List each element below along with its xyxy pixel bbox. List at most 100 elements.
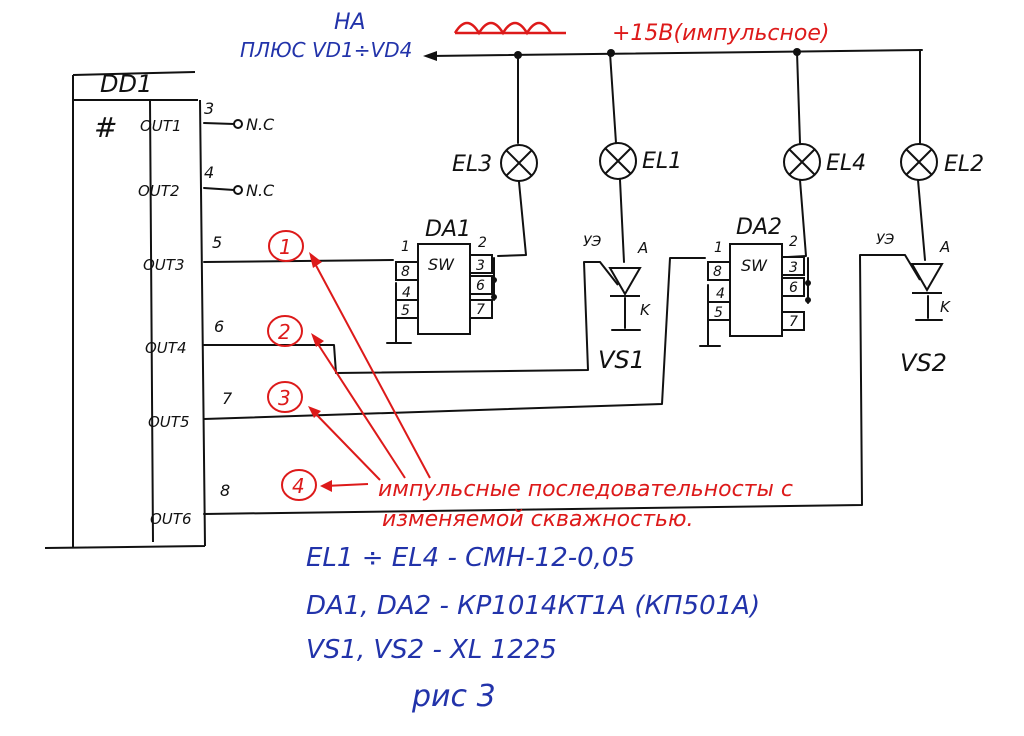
vs1-name: VS1 xyxy=(598,346,645,374)
da2-pin-2: 2 xyxy=(789,234,798,250)
arrowhead-4 xyxy=(320,480,332,492)
pin-number-8: 8 xyxy=(220,481,230,500)
parts-list-lamps: EL1 ÷ EL4 - СМН-12-0,05 xyxy=(306,543,635,573)
marker-2: 2 xyxy=(278,320,291,344)
nc-label-2: N.C xyxy=(246,181,275,200)
junction-dot xyxy=(514,51,522,59)
da1-pin-box xyxy=(469,254,493,274)
vs2-ground xyxy=(915,295,943,321)
wiring xyxy=(203,49,943,515)
da2-pin-box xyxy=(781,256,805,276)
da2-switch xyxy=(707,243,805,337)
junction-dot xyxy=(607,49,615,57)
nc-terminal-2 xyxy=(233,185,243,195)
marker-2-ring xyxy=(267,315,303,347)
vs1-anode-label: A xyxy=(637,239,648,257)
marker-numbers: 1 2 3 4 xyxy=(278,235,305,498)
lamp-circle xyxy=(500,144,538,182)
dd1-output-labels: OUT1 OUT2 OUT3 OUT4 OUT5 OUT6 xyxy=(138,117,192,528)
junction-dot xyxy=(793,48,801,56)
dd1-name: DD1 xyxy=(100,70,152,98)
el2-to-vs2 xyxy=(917,179,926,261)
lamp-cross xyxy=(788,148,816,176)
junction-dot xyxy=(805,280,811,286)
da1-pin-8: 8 xyxy=(401,264,410,280)
dd1-out5-label: OUT5 xyxy=(148,413,190,431)
vs2-name: VS2 xyxy=(900,349,947,377)
vs2-gate-label: УЭ xyxy=(876,232,895,248)
arrowhead-1 xyxy=(309,252,322,268)
out3-wire xyxy=(203,259,394,263)
pin-number-4: 4 xyxy=(204,163,214,182)
dd1-out3-label: OUT3 xyxy=(143,256,185,274)
da1-pin-7: 7 xyxy=(476,302,485,318)
da2-pin-8: 8 xyxy=(713,264,722,280)
lamp-labels: EL3 EL1 EL4 EL2 xyxy=(452,149,984,177)
lamp-el4 xyxy=(783,143,821,181)
da1-core: SW xyxy=(428,255,455,274)
drop-el1 xyxy=(609,52,617,144)
lamp-cross xyxy=(905,148,933,176)
lamp-el2 xyxy=(900,143,938,181)
supply-voltage-label: +15В(импульсное) xyxy=(612,21,830,46)
pin-number-5: 5 xyxy=(212,233,222,252)
figure-caption: рис 3 xyxy=(411,679,496,714)
out5-wire xyxy=(203,257,706,420)
pointer-arrow-1 xyxy=(311,257,431,479)
da2-pin-1: 1 xyxy=(714,240,723,256)
marker-4: 4 xyxy=(292,474,305,498)
da1-pin-2: 2 xyxy=(478,235,487,251)
annotation-line2: изменяемой скважностью. xyxy=(382,507,694,532)
lamp-el1 xyxy=(599,142,637,180)
da1-name: DA1 xyxy=(425,217,471,242)
parts-list-thyristors: VS1, VS2 - XL 1225 xyxy=(306,635,557,665)
nc-terminal-1 xyxy=(233,119,243,129)
vs1-ground xyxy=(611,297,641,331)
da1-pin-labels: 1 8 4 5 2 3 6 7 xyxy=(401,235,487,319)
vs2-triangle xyxy=(910,263,944,293)
el1-to-vs1 xyxy=(619,179,625,263)
supply-arrowhead xyxy=(423,51,437,61)
da2-pin-box xyxy=(707,301,731,321)
da1-pin-box xyxy=(469,299,493,319)
da2-pin-5: 5 xyxy=(714,305,723,321)
dd1-outline xyxy=(44,71,206,549)
da1-switch xyxy=(395,243,493,335)
pin-number-6: 6 xyxy=(214,317,224,336)
pointer-arrow-3 xyxy=(311,409,381,481)
da1-pin-4: 4 xyxy=(402,285,411,301)
pin-number-7: 7 xyxy=(222,389,233,408)
thyristor-vs2 xyxy=(904,254,944,294)
pulse-waveform xyxy=(453,21,566,36)
pointer-arrow-2 xyxy=(313,337,406,479)
lamp-label-el3: EL3 xyxy=(452,152,492,177)
da2-pin-labels: 1 8 4 5 2 3 6 7 xyxy=(713,234,798,330)
dd1-hash: # xyxy=(94,111,117,144)
pointer-arrow-4 xyxy=(324,483,369,487)
vs2-gate xyxy=(904,254,921,281)
supply-bus-wire xyxy=(429,49,923,57)
lamp-circle xyxy=(599,142,637,180)
out6-wire xyxy=(203,254,906,515)
marker-4-ring xyxy=(281,469,317,501)
vs2-cathode-label: K xyxy=(940,298,951,316)
lamp-label-el1: EL1 xyxy=(642,149,682,174)
nc-labels: N.C N.C xyxy=(246,115,275,200)
drop-el4 xyxy=(796,51,801,144)
vs1-gate-label: УЭ xyxy=(583,234,602,250)
lamp-label-el2: EL2 xyxy=(944,152,984,177)
da1-pin-6: 6 xyxy=(476,278,485,294)
da1-pin-box xyxy=(395,261,419,281)
arrowhead-3 xyxy=(308,406,321,418)
out2-stub xyxy=(203,187,235,191)
da2-pin-7: 7 xyxy=(789,314,798,330)
da1-pin-box xyxy=(469,275,493,295)
marker-1-ring xyxy=(268,230,304,262)
da2-core: SW xyxy=(741,256,768,275)
dd1-out4-label: OUT4 xyxy=(145,339,187,357)
out4-wire xyxy=(203,261,601,374)
da2-pin-box xyxy=(781,311,805,331)
vs1-triangle xyxy=(608,267,642,297)
junction-dot xyxy=(491,294,497,300)
